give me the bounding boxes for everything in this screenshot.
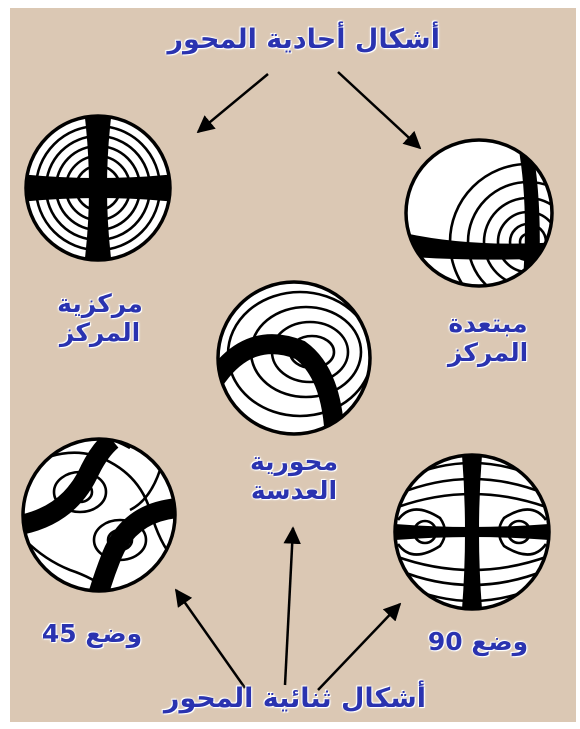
arrow-to-centered: [198, 74, 268, 132]
decentered-label-line2: المركز: [428, 339, 548, 368]
lens-axis-label: محورية العدسة: [232, 448, 356, 506]
arrow-to-pos45: [176, 590, 245, 688]
figure-centered: [20, 110, 176, 266]
lens-axis-label-line1: محورية: [232, 448, 356, 477]
figure-lens-axis: [216, 282, 372, 450]
figure-pos90: [395, 451, 549, 613]
centered-label: مركزية المركز: [40, 290, 160, 348]
figure-decentered: [400, 135, 580, 320]
figure-pos45: [20, 434, 178, 602]
pos90-label: وضع 90: [418, 628, 538, 657]
pos45-label: وضع 45: [32, 620, 152, 649]
centered-label-line1: مركزية: [40, 290, 160, 319]
biaxial-title: أشكال ثنائية المحور: [150, 683, 440, 714]
arrow-to-decentered: [338, 72, 420, 148]
arrow-to-pos90: [318, 604, 400, 690]
uniaxial-title: أشكال أحادية المحور: [170, 24, 440, 55]
decentered-label: مبتعدة المركز: [428, 310, 548, 368]
arrow-to-lens: [285, 528, 293, 685]
decentered-label-line1: مبتعدة: [428, 310, 548, 339]
centered-label-line2: المركز: [40, 319, 160, 348]
lens-axis-label-line2: العدسة: [232, 477, 356, 506]
